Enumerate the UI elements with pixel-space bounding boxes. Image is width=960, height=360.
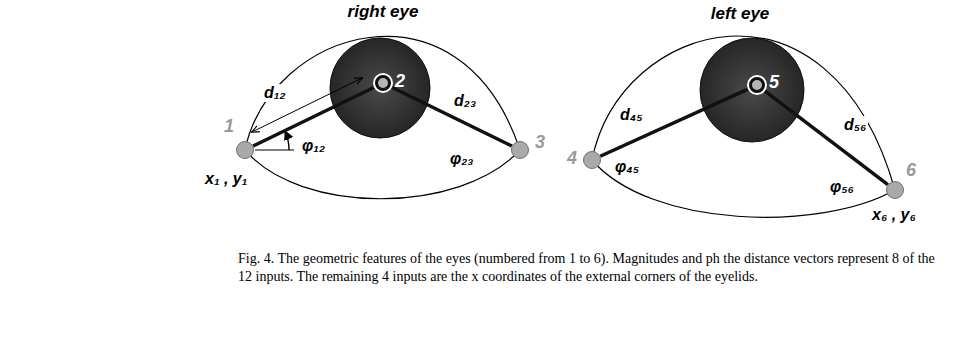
distance-vector [390, 87, 512, 147]
eyelid-outline [245, 36, 520, 150]
coordinate-label: x₁ , y₁ [203, 170, 249, 188]
point-number: 3 [535, 133, 545, 151]
angle-reference [255, 150, 294, 151]
pupil-point: 2 [375, 75, 391, 91]
distance-vector [600, 88, 750, 156]
point-number: 5 [769, 73, 779, 91]
angle-label: φ₂₃ [448, 150, 476, 168]
point-number: 2 [395, 72, 405, 90]
distance-arrow [252, 78, 362, 132]
distance-label: d₅₆ [842, 116, 868, 134]
angle-label: φ₁₂ [300, 137, 327, 155]
iris [700, 38, 804, 142]
eye-corner-point: 1 [236, 141, 254, 159]
point-number: 1 [224, 117, 234, 135]
distance-label: d₂₃ [452, 92, 478, 110]
angle-label: φ₅₆ [828, 178, 856, 196]
coordinate-label: x₆ , y₆ [870, 206, 918, 224]
eyelid-outline [245, 150, 520, 199]
point-number: 6 [906, 161, 916, 179]
eye-corner-point: 6 [886, 181, 904, 199]
distance-label: d₄₅ [618, 106, 645, 124]
eye-title: right eye [346, 3, 421, 22]
distance-label: d₁₂ [262, 84, 288, 102]
eye-corner-point: 4 [583, 151, 601, 169]
distance-vector [763, 90, 887, 185]
eye-title: left eye [709, 5, 772, 24]
angle-label: φ₄₅ [613, 158, 641, 176]
eye-corner-point: 3 [511, 141, 529, 159]
eyelid-outline [592, 36, 895, 190]
point-number: 4 [567, 149, 577, 167]
angle-arc [285, 131, 289, 150]
iris [330, 38, 430, 138]
figure-caption: Fig. 4. The geometric features of the ey… [238, 250, 938, 286]
pupil-point: 5 [749, 77, 765, 93]
